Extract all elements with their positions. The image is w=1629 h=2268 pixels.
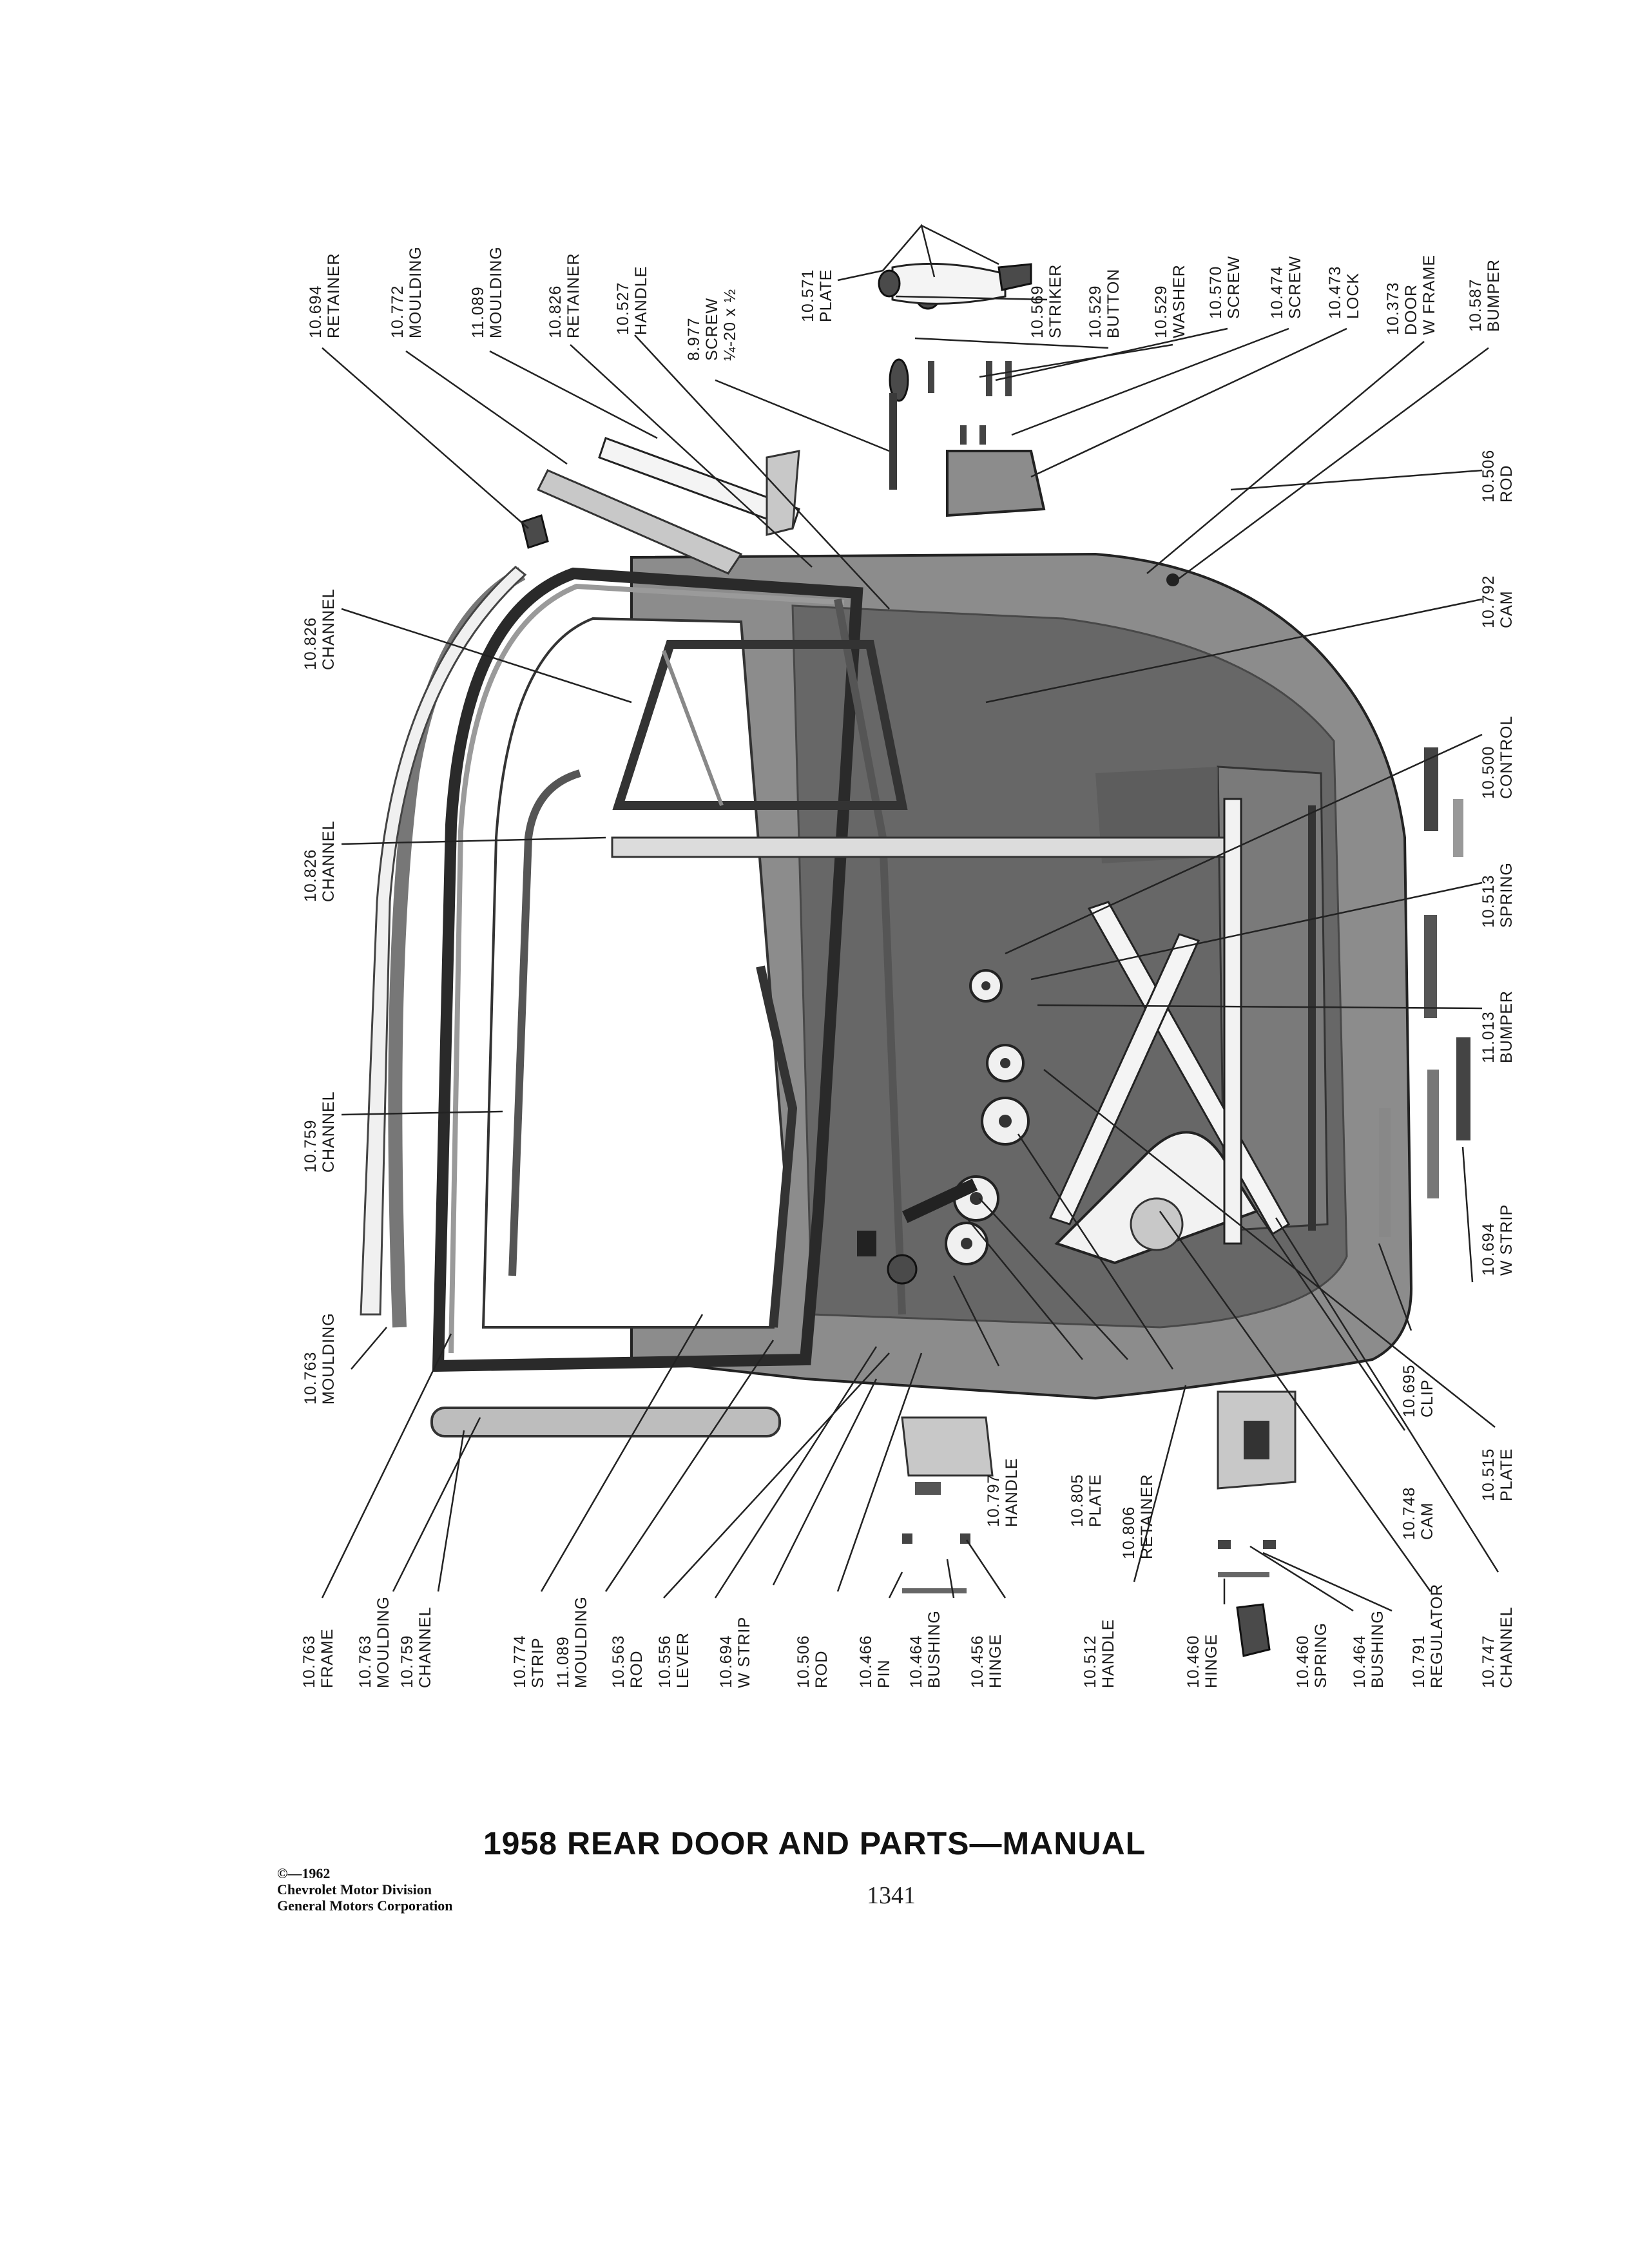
label-bottom-8: 10.694W STRIP [717, 1617, 753, 1688]
vent-channel [612, 640, 908, 810]
labels-bottom: 10.763FRAME 10.763MOULDING 10.759CHANNEL… [300, 1584, 1516, 1688]
window-frame [432, 567, 906, 1372]
label-bottom-17: 10.791REGULATOR [1410, 1584, 1446, 1688]
labels-right: 10.506ROD 10.792CAM 10.500CONTROL 10.513… [1400, 450, 1516, 1418]
label-bottom-1: 10.763FRAME [300, 1629, 336, 1689]
copyright-line: ©—1962 [277, 1865, 331, 1881]
label-top-14: 10.373DOORW FRAME [1384, 255, 1438, 335]
top-mouldings [521, 437, 800, 575]
label-top-5: 10.527HANDLE [614, 266, 650, 335]
label-top-13: 10.473LOCK [1326, 266, 1362, 319]
label-top-8: 10.569STRIKER [1028, 264, 1065, 338]
label-right-1: 10.506ROD [1480, 450, 1516, 503]
copyright-line: General Motors Corporation [277, 1898, 453, 1914]
page-number: 1341 [867, 1882, 916, 1909]
label-top-4: 10.826RETAINER [546, 253, 583, 338]
label-bottom-15: 10.460SPRING [1294, 1622, 1330, 1688]
label-left-2: 10.826CHANNEL [302, 821, 338, 902]
page-title: 1958 REAR DOOR AND PARTS—MANUAL [483, 1825, 1146, 1861]
copyright-notice: ©—1962 Chevrolet Motor Division General … [277, 1865, 453, 1914]
label-bottom-7: 10.556LEVER [656, 1632, 692, 1688]
label-top-1: 10.694RETAINER [307, 253, 343, 338]
label-bottom-10: 10.466PIN [857, 1635, 893, 1688]
label-bottom-3: 10.759CHANNEL [398, 1607, 434, 1688]
label-bottom-18: 10.747CHANNEL [1480, 1607, 1516, 1688]
loose-strips-left [360, 566, 1226, 1328]
rollers [857, 969, 1030, 1285]
label-middle-3: 10.797HANDLE [985, 1458, 1021, 1527]
label-top-12: 10.474SCREW [1268, 256, 1304, 319]
label-right-5: 11.013BUMPER [1480, 990, 1516, 1063]
label-right-3: 10.500CONTROL [1480, 716, 1516, 799]
label-bottom-13: 10.512HANDLE [1081, 1619, 1117, 1688]
label-top-2: 10.772MOULDING [389, 246, 425, 338]
label-bottom-5: 11.089MOULDING [554, 1596, 590, 1688]
label-left-3: 10.759CHANNEL [302, 1091, 338, 1173]
label-right-6: 10.694W STRIP [1480, 1204, 1516, 1276]
label-bottom-14: 10.460HINGE [1184, 1634, 1220, 1688]
labels-middle: 10.515PLATE 10.748CAM 10.797HANDLE 10.80… [985, 1448, 1516, 1559]
label-right-4: 10.513SPRING [1480, 862, 1516, 928]
label-middle-4: 10.805PLATE [1068, 1474, 1104, 1527]
label-right-2: 10.792CAM [1480, 575, 1516, 628]
label-bottom-9: 10.506ROD [795, 1635, 831, 1688]
label-bottom-6: 10.563ROD [610, 1635, 646, 1688]
right-loose-strips [1379, 747, 1470, 1237]
leader-lines [321, 224, 1499, 1612]
copyright-line: Chevrolet Motor Division [277, 1881, 432, 1898]
label-top-11: 10.570SCREW [1207, 256, 1243, 319]
label-middle-1: 10.515PLATE [1480, 1448, 1516, 1501]
label-bottom-11: 10.464BUSHING [907, 1610, 943, 1688]
label-top-9: 10.529BUTTON [1086, 269, 1123, 338]
label-right-7: 10.695CLIP [1400, 1365, 1436, 1418]
bottom-loose-parts [430, 1390, 1296, 1657]
label-bottom-16: 10.464BUSHING [1351, 1610, 1387, 1688]
label-top-3: 11.089MOULDING [469, 246, 505, 338]
labels-top: 10.694RETAINER 10.772MOULDING 11.089MOUL… [307, 246, 1503, 361]
label-bottom-4: 10.774STRIP [511, 1635, 547, 1688]
label-top-10: 10.529WASHER [1152, 264, 1188, 338]
label-bottom-2: 10.763MOULDING [356, 1596, 392, 1688]
label-left-1: 10.826CHANNEL [302, 589, 338, 670]
labels-left: 10.826CHANNEL 10.826CHANNEL 10.759CHANNE… [302, 589, 338, 1405]
label-middle-5: 10.806RETAINER [1120, 1474, 1156, 1559]
label-top-15: 10.587BUMPER [1467, 259, 1503, 332]
label-middle-2: 10.748CAM [1400, 1487, 1436, 1540]
top-hardware [878, 262, 1179, 586]
label-top-7: 10.571PLATE [799, 269, 835, 322]
label-left-4: 10.763MOULDING [302, 1312, 338, 1405]
label-bottom-12: 10.456HINGE [969, 1634, 1005, 1688]
label-top-6: 8.977SCREW¼-20 x ½ [685, 289, 739, 361]
